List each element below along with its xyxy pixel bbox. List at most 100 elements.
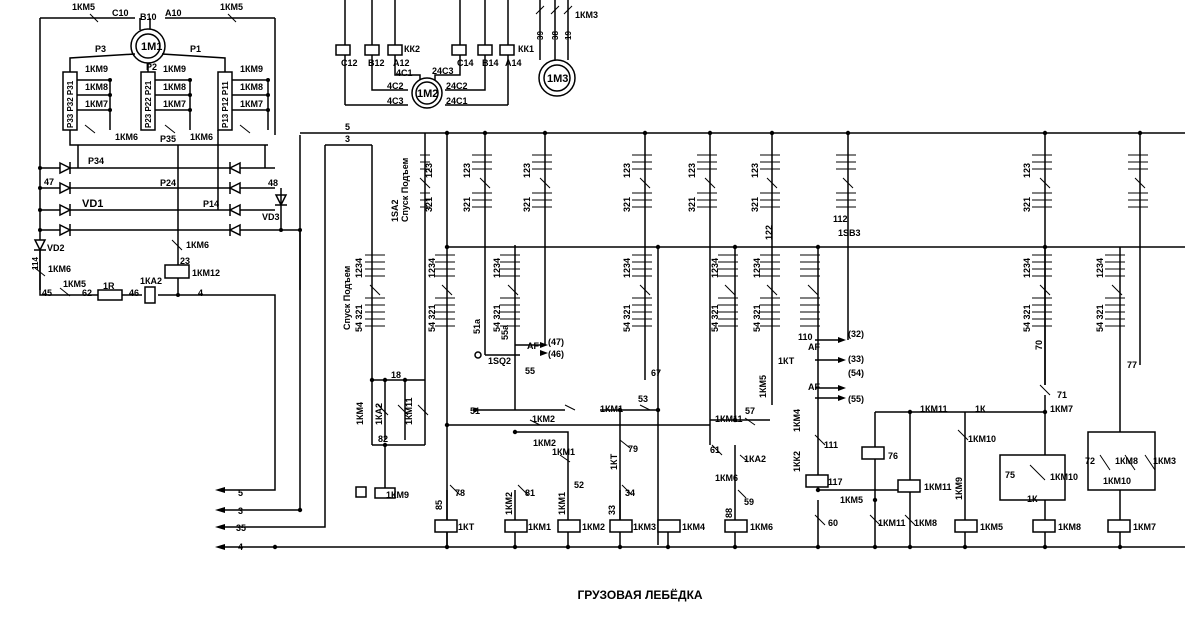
control-label: 34 <box>625 488 635 498</box>
control-label: 1234 <box>1095 258 1105 278</box>
control-label: 1КМ5 <box>758 375 768 398</box>
control-label: 1КМ10 <box>0 0 28 2</box>
coil-1km10 <box>1107 519 1131 533</box>
labels-bus: 5 3 35 4 <box>236 488 246 552</box>
svg-text:1КМ6: 1КМ6 <box>190 132 213 142</box>
svg-text:КК2: КК2 <box>404 44 420 54</box>
control-label: 51 <box>470 406 480 416</box>
svg-text:P34: P34 <box>88 156 104 166</box>
control-label: 1КМ9 <box>954 477 964 500</box>
control-label: 1234 <box>752 258 762 278</box>
svg-text:24C2: 24C2 <box>446 81 468 91</box>
coil-1km3 <box>557 519 581 533</box>
control-label: 123 <box>462 163 472 178</box>
control-label: 1КТ <box>609 453 619 470</box>
svg-text:C12: C12 <box>341 58 358 68</box>
control-label: 70 <box>1034 340 1044 350</box>
svg-text:1КМ9: 1КМ9 <box>163 64 186 74</box>
control-label: 123 <box>687 163 697 178</box>
control-label: 321 <box>522 197 532 212</box>
svg-text:A12: A12 <box>393 58 410 68</box>
control-label: 321 <box>622 197 632 212</box>
control-label: 61 <box>710 445 720 455</box>
control-label: 54 321 <box>427 304 437 332</box>
svg-text:1R: 1R <box>103 281 115 291</box>
control-label: 1КМ11 <box>924 482 952 492</box>
control-label: 71 <box>1057 390 1067 400</box>
svg-text:19: 19 <box>564 31 573 40</box>
control-label: 77 <box>1127 360 1137 370</box>
control-label: 18 <box>391 370 401 380</box>
control-label: 75 <box>1005 470 1015 480</box>
control-label: 123 <box>750 163 760 178</box>
control-label: 51а <box>472 318 482 334</box>
control-label: 5 <box>345 122 350 132</box>
control-label: 112 <box>833 214 848 224</box>
control-label: 3 <box>345 134 350 144</box>
coil-1km6 <box>657 519 681 533</box>
control-label: 67 <box>651 368 661 378</box>
control-label: 321 <box>1022 197 1032 212</box>
diagram-caption: ГРУЗОВАЯ ЛЕБЁДКА <box>577 588 703 602</box>
control-circuit <box>215 130 1185 550</box>
svg-text:4C3: 4C3 <box>387 96 404 106</box>
svg-text:1КМ7: 1КМ7 <box>85 99 108 109</box>
labels-motor-1m1: 1М1 1КМ5 C10 B10 A10 1КМ5 P3 P1 P2 1КМ9 … <box>31 2 280 298</box>
svg-text:B12: B12 <box>368 58 385 68</box>
control-label: 54 321 <box>1022 304 1032 332</box>
control-label: 54 321 <box>622 304 632 332</box>
control-label: 33 <box>607 505 617 515</box>
svg-text:38: 38 <box>551 31 560 40</box>
svg-text:1КМ6: 1КМ6 <box>48 264 71 274</box>
control-label: 123 <box>424 163 434 178</box>
control-label: 1КМ1 <box>600 404 623 414</box>
svg-text:48: 48 <box>268 178 278 188</box>
control-label: 52 <box>574 480 584 490</box>
control-label: (33) <box>848 354 864 364</box>
control-label: 54 321 <box>1095 304 1105 332</box>
svg-text:3: 3 <box>238 506 243 516</box>
svg-text:B14: B14 <box>482 58 499 68</box>
control-label: 1КМ10 <box>968 434 996 444</box>
control-label: 1КМ8 <box>1115 456 1138 466</box>
labels-motor-1m2: 1М2 1М3 C12 B12 A12 КК2 C14 B14 A14 КК1 … <box>341 10 598 106</box>
control-label: (47) <box>548 337 564 347</box>
control-label: 1КА2 <box>744 454 766 464</box>
control-label: 81 <box>525 488 535 498</box>
control-label: 1КМ7 <box>1133 522 1156 532</box>
svg-text:B10: B10 <box>140 12 157 22</box>
svg-text:P1: P1 <box>190 44 201 54</box>
control-label: 1КМ2 <box>533 438 556 448</box>
svg-text:5: 5 <box>238 488 243 498</box>
control-label: Спуск Подъем <box>400 157 410 222</box>
svg-text:1КМ9: 1КМ9 <box>85 64 108 74</box>
control-label: 1КМ1 <box>528 522 551 532</box>
svg-text:4C2: 4C2 <box>387 81 404 91</box>
svg-text:47: 47 <box>44 177 54 187</box>
control-label: 123 <box>1022 163 1032 178</box>
control-label: 122 <box>764 225 774 240</box>
control-label: 321 <box>424 197 434 212</box>
control-label: 76 <box>888 451 898 461</box>
motor-1m1-circuit <box>33 13 326 528</box>
control-label: 1SA2 <box>390 199 400 222</box>
control-label: 53 <box>638 394 648 404</box>
control-label: 1КМ4 <box>792 409 802 432</box>
svg-text:C10: C10 <box>112 8 129 18</box>
svg-text:1КМ6: 1КМ6 <box>115 132 138 142</box>
svg-text:P14: P14 <box>203 199 219 209</box>
svg-text:P33 P32 P31: P33 P32 P31 <box>66 80 75 128</box>
control-label: Спуск Подъем <box>342 265 352 330</box>
control-label: 1КМ11 <box>878 518 906 528</box>
control-label: 1234 <box>492 258 502 278</box>
svg-text:P23 P22 P21: P23 P22 P21 <box>144 80 153 128</box>
svg-text:4C1: 4C1 <box>396 68 413 78</box>
control-label: 59 <box>744 497 754 507</box>
control-label: 1КМ2 <box>532 414 555 424</box>
motor-1m2-circuit <box>335 0 576 109</box>
control-label: 1КМ6 <box>715 473 738 483</box>
svg-text:VD3: VD3 <box>262 212 280 222</box>
svg-text:1КМ7: 1КМ7 <box>163 99 186 109</box>
control-label: 54 321 <box>492 304 502 332</box>
